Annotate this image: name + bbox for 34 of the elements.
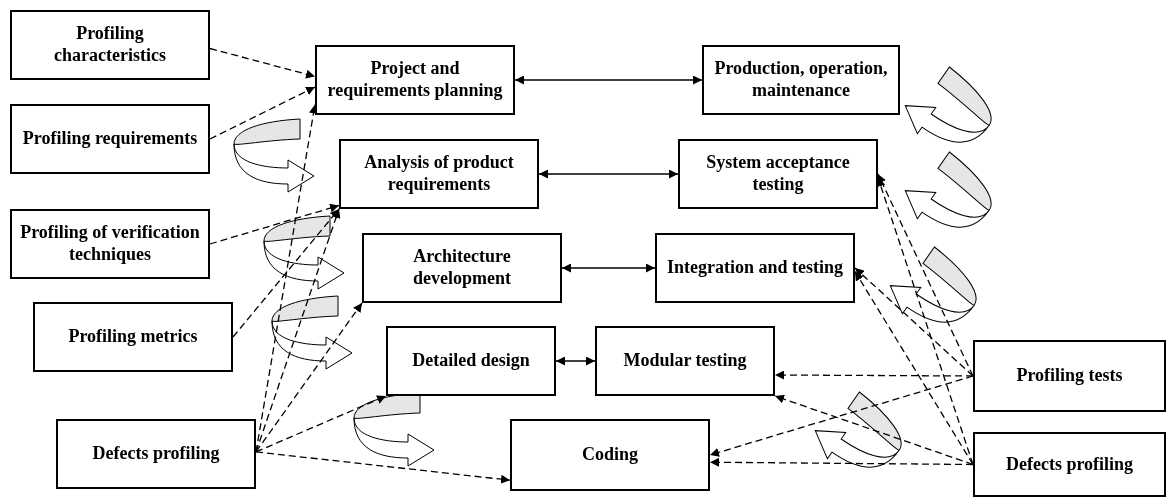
dashed-arrow	[232, 208, 340, 338]
process-box: Profiling characteristics	[10, 10, 210, 80]
double-arrow	[514, 75, 703, 85]
dashed-arrow	[255, 395, 387, 453]
dashed-arrow	[877, 173, 974, 377]
dashed-arrow	[774, 370, 974, 380]
process-box: Coding	[510, 419, 710, 491]
process-box: Defects profiling	[56, 419, 256, 489]
process-box: Production, operation, maintenance	[702, 45, 900, 115]
process-box: Profiling requirements	[10, 104, 210, 174]
dashed-arrow	[774, 394, 974, 466]
process-box: Architecture development	[362, 233, 562, 303]
process-box: Project and requirements planning	[315, 45, 515, 115]
dashed-arrow	[255, 302, 363, 453]
dashed-arrow	[709, 375, 974, 457]
process-box: Detailed design	[386, 326, 556, 396]
process-box: Modular testing	[595, 326, 775, 396]
dashed-arrow	[854, 267, 974, 377]
dashed-arrow	[209, 47, 316, 79]
process-box: System acceptance testing	[678, 139, 878, 209]
process-box: Profiling metrics	[33, 302, 233, 372]
dashed-arrow	[854, 270, 974, 466]
process-box: Integration and testing	[655, 233, 855, 303]
dashed-arrow	[709, 457, 974, 467]
double-arrow	[561, 263, 656, 273]
dashed-arrow	[255, 451, 511, 484]
process-box: Profiling tests	[973, 340, 1166, 412]
double-arrow	[555, 356, 596, 366]
dashed-arrow	[209, 86, 316, 140]
process-box: Analysis of product requirements	[339, 139, 539, 209]
process-box: Defects profiling	[973, 432, 1166, 497]
double-arrow	[538, 169, 679, 179]
process-box: Profiling of verification techniques	[10, 209, 210, 279]
dashed-arrow	[209, 203, 340, 245]
